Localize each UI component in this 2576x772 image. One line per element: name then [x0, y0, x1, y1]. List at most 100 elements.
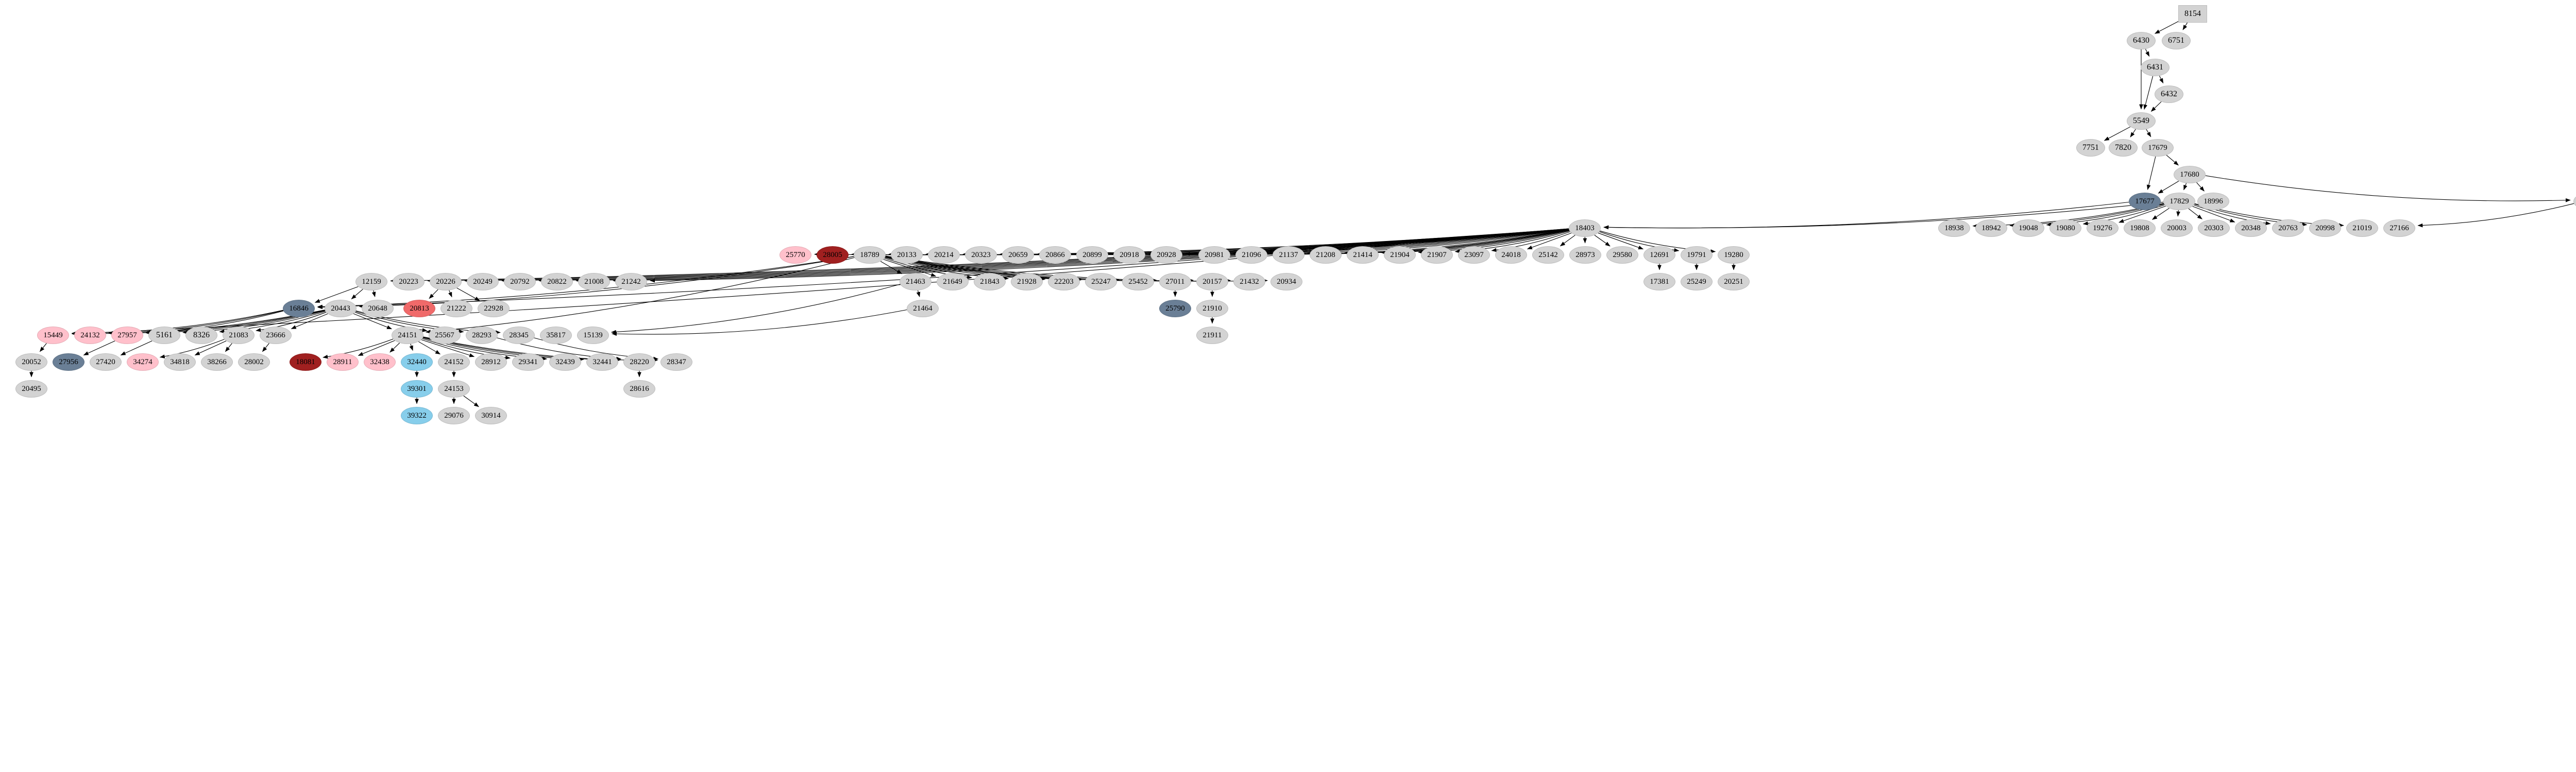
graph-node-32440[interactable]: 32440: [401, 353, 433, 371]
graph-node-18081[interactable]: 18081: [290, 353, 321, 371]
graph-node-6432[interactable]: 6432: [2155, 85, 2183, 103]
graph-node-25247[interactable]: 25247: [1085, 273, 1117, 290]
graph-node-21907[interactable]: 21907: [1421, 246, 1453, 264]
graph-node-27420[interactable]: 27420: [90, 353, 122, 371]
graph-node-21843[interactable]: 21843: [974, 273, 1006, 290]
graph-node-20249[interactable]: 20249: [467, 273, 499, 290]
graph-node-25142[interactable]: 25142: [1532, 246, 1564, 264]
graph-node-21910[interactable]: 21910: [1196, 300, 1228, 317]
graph-node-20251[interactable]: 20251: [1718, 273, 1750, 290]
graph-node-17829[interactable]: 17829: [2163, 193, 2195, 210]
graph-node-21019[interactable]: 21019: [2346, 219, 2378, 237]
graph-node-5549[interactable]: 5549: [2127, 112, 2156, 130]
graph-node-28912[interactable]: 28912: [475, 353, 507, 371]
graph-node-27011[interactable]: 27011: [1159, 273, 1191, 290]
graph-node-21463[interactable]: 21463: [900, 273, 931, 290]
graph-node-20214[interactable]: 20214: [928, 246, 960, 264]
graph-node-18996[interactable]: 18996: [2197, 193, 2229, 210]
graph-node-28345[interactable]: 28345: [503, 327, 535, 344]
graph-node-19048[interactable]: 19048: [2012, 219, 2044, 237]
graph-node-20157[interactable]: 20157: [1196, 273, 1228, 290]
graph-node-21208[interactable]: 21208: [1310, 246, 1342, 264]
graph-node-38266[interactable]: 38266: [201, 353, 233, 371]
graph-node-20763[interactable]: 20763: [2272, 219, 2304, 237]
graph-node-34274[interactable]: 34274: [127, 353, 159, 371]
graph-node-24153[interactable]: 24153: [438, 380, 470, 398]
graph-node-6431[interactable]: 6431: [2141, 59, 2170, 76]
graph-node-5161[interactable]: 5161: [148, 327, 180, 344]
graph-node-24018[interactable]: 24018: [1495, 246, 1527, 264]
graph-node-19791[interactable]: 19791: [1681, 246, 1713, 264]
graph-node-21096[interactable]: 21096: [1235, 246, 1267, 264]
graph-node-18938[interactable]: 18938: [1938, 219, 1970, 237]
graph-node-21911[interactable]: 21911: [1196, 327, 1228, 344]
graph-node-29341[interactable]: 29341: [512, 353, 544, 371]
graph-node-28347[interactable]: 28347: [660, 353, 692, 371]
graph-node-25790[interactable]: 25790: [1159, 300, 1191, 317]
graph-node-29076[interactable]: 29076: [438, 407, 470, 424]
graph-node-17679[interactable]: 17679: [2142, 139, 2174, 157]
graph-node-18789[interactable]: 18789: [854, 246, 886, 264]
graph-node-23097[interactable]: 23097: [1458, 246, 1490, 264]
graph-node-27956[interactable]: 27956: [53, 353, 84, 371]
graph-node-32438[interactable]: 32438: [364, 353, 396, 371]
graph-node-21414[interactable]: 21414: [1347, 246, 1379, 264]
graph-node-25249[interactable]: 25249: [1681, 273, 1713, 290]
graph-node-21242[interactable]: 21242: [615, 273, 647, 290]
graph-node-17677[interactable]: 17677: [2129, 193, 2161, 210]
graph-node-20998[interactable]: 20998: [2309, 219, 2341, 237]
graph-node-21008[interactable]: 21008: [578, 273, 610, 290]
graph-node-20918[interactable]: 20918: [1113, 246, 1145, 264]
graph-node-7820[interactable]: 7820: [2109, 139, 2138, 157]
graph-node-32439[interactable]: 32439: [549, 353, 581, 371]
graph-node-20223[interactable]: 20223: [393, 273, 425, 290]
graph-node-22928[interactable]: 22928: [478, 300, 510, 317]
graph-node-24151[interactable]: 24151: [392, 327, 423, 344]
graph-node-28616[interactable]: 28616: [623, 380, 655, 398]
graph-node-22203[interactable]: 22203: [1048, 273, 1080, 290]
graph-node-28911[interactable]: 28911: [327, 353, 359, 371]
graph-node-7751[interactable]: 7751: [2076, 139, 2105, 157]
graph-node-20648[interactable]: 20648: [362, 300, 394, 317]
graph-node-20495[interactable]: 20495: [15, 380, 47, 398]
graph-node-20323[interactable]: 20323: [965, 246, 997, 264]
graph-node-12159[interactable]: 12159: [355, 273, 387, 290]
graph-node-8154[interactable]: 8154: [2178, 5, 2207, 23]
graph-node-20792[interactable]: 20792: [504, 273, 536, 290]
graph-node-35817[interactable]: 35817: [540, 327, 572, 344]
graph-node-15139[interactable]: 15139: [577, 327, 609, 344]
graph-node-18942[interactable]: 18942: [1975, 219, 2007, 237]
graph-node-21137[interactable]: 21137: [1273, 246, 1304, 264]
graph-node-39322[interactable]: 39322: [401, 407, 433, 424]
graph-node-32441[interactable]: 32441: [586, 353, 618, 371]
graph-node-34818[interactable]: 34818: [164, 353, 196, 371]
graph-node-19280[interactable]: 19280: [1718, 246, 1750, 264]
graph-node-17381[interactable]: 17381: [1643, 273, 1675, 290]
graph-node-6430[interactable]: 6430: [2127, 32, 2156, 49]
graph-node-20659[interactable]: 20659: [1002, 246, 1034, 264]
graph-node-28002[interactable]: 28002: [238, 353, 270, 371]
graph-node-20348[interactable]: 20348: [2235, 219, 2267, 237]
graph-node-30914[interactable]: 30914: [475, 407, 507, 424]
graph-node-21904[interactable]: 21904: [1384, 246, 1416, 264]
graph-node-27957[interactable]: 27957: [111, 327, 143, 344]
graph-node-20822[interactable]: 20822: [541, 273, 573, 290]
graph-node-24132[interactable]: 24132: [74, 327, 106, 344]
graph-node-21020[interactable]: 21020: [2573, 193, 2576, 210]
graph-node-20052[interactable]: 20052: [15, 353, 47, 371]
graph-node-25567[interactable]: 25567: [429, 327, 461, 344]
graph-node-21464[interactable]: 21464: [907, 300, 939, 317]
graph-node-16846[interactable]: 16846: [283, 300, 315, 317]
graph-node-25770[interactable]: 25770: [779, 246, 811, 264]
graph-node-20303[interactable]: 20303: [2198, 219, 2230, 237]
graph-node-23666[interactable]: 23666: [260, 327, 292, 344]
graph-node-21432[interactable]: 21432: [1233, 273, 1265, 290]
graph-node-27166[interactable]: 27166: [2383, 219, 2415, 237]
graph-node-20226[interactable]: 20226: [430, 273, 462, 290]
graph-node-20934[interactable]: 20934: [1270, 273, 1302, 290]
graph-node-20981[interactable]: 20981: [1198, 246, 1230, 264]
graph-node-21222[interactable]: 21222: [440, 300, 472, 317]
graph-node-6751[interactable]: 6751: [2162, 32, 2191, 49]
graph-node-12691[interactable]: 12691: [1643, 246, 1675, 264]
